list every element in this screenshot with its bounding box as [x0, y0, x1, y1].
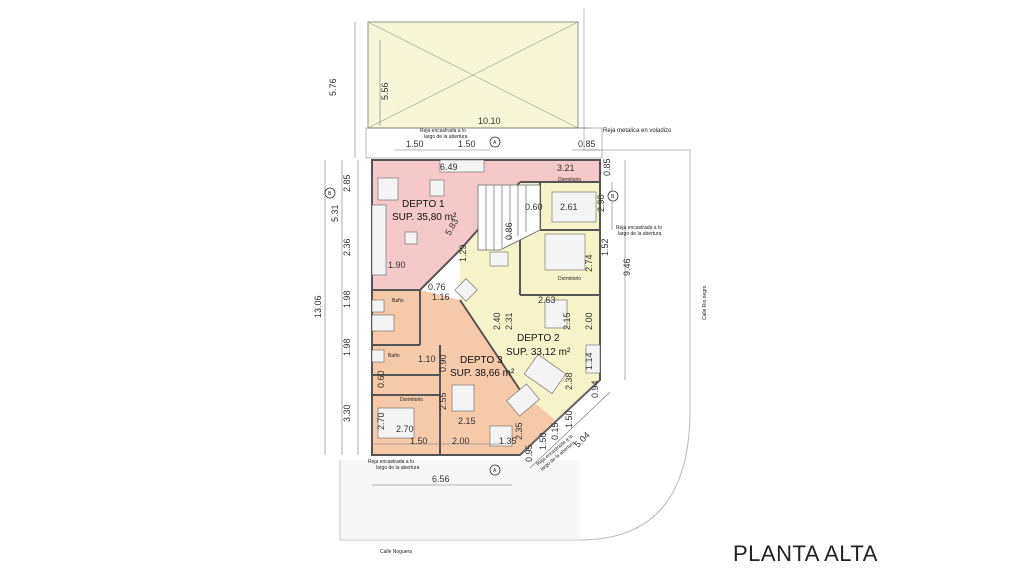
dim-0-60-a: 0.60: [525, 202, 543, 212]
note-reja-bottom-2: largo de la abertura: [376, 465, 420, 471]
dim-2-70-a: 2.70: [376, 412, 386, 430]
depto1-area: [372, 160, 600, 290]
dim-2-36: 2.36: [342, 238, 352, 256]
note-reja-top-1: Reja encastrada a lo: [420, 128, 466, 134]
dim-2-63: 2.63: [538, 295, 556, 305]
dim-0-90: 0.90: [438, 354, 448, 372]
room-dormitorio-1: Dormitorio: [558, 177, 581, 183]
dim-5-04: 5.04: [572, 430, 591, 449]
note-reja-top-2: largo de la abertura: [424, 134, 468, 140]
section-mark-b-left: B: [328, 191, 332, 197]
depto2-name: DEPTO 2: [517, 333, 560, 344]
dimension-labels: 5.76 5.56 10.10 1.50 1.50 0.85 6.49 3.21…: [313, 78, 632, 484]
dim-1-50-e: 1.50: [564, 410, 574, 428]
dim-5-56: 5.56: [380, 82, 390, 100]
dim-10-10: 10.10: [478, 116, 501, 126]
dimension-lines: [324, 22, 626, 486]
dim-0-94: 0.94: [590, 380, 600, 398]
dim-1-35: 1.35: [499, 436, 517, 446]
dim-1-10: 1.10: [418, 354, 436, 364]
street-rio-negro: Calle Rio negro: [702, 285, 708, 320]
room-dormitorio-3: Dormitorio: [400, 397, 423, 403]
room-dormitorio-2: Dormitorio: [558, 276, 581, 282]
dim-0-76: 0.76: [428, 282, 446, 292]
dim-2-15-b: 2.15: [458, 416, 476, 426]
dim-1-98-b: 1.98: [342, 338, 352, 356]
dim-0-95: 0.95: [524, 444, 534, 462]
dim-1-98-a: 1.98: [342, 290, 352, 308]
dim-9-46: 9.46: [622, 258, 632, 276]
note-reja-right-2: largo de la abertura: [618, 231, 662, 237]
depto1-name: DEPTO 1: [402, 199, 445, 210]
dim-6-49: 6.49: [440, 162, 458, 172]
dim-1-52: 1.52: [600, 238, 610, 256]
stair: [477, 184, 541, 251]
dim-2-70-b: 2.70: [396, 424, 414, 434]
dim-3-21: 3.21: [557, 163, 575, 173]
dim-1-50-c: 1.50: [410, 436, 428, 446]
plan-title: PLANTA ALTA: [733, 541, 878, 566]
dim-0-15: 0.15: [550, 422, 560, 440]
note-reja-voladizo: Reja metalica en voladizo: [603, 128, 672, 134]
dim-1-50-a: 1.50: [406, 139, 424, 149]
dim-2-38: 2.38: [564, 372, 574, 390]
depto3-area: [372, 290, 555, 455]
lot-boundary: [339, 8, 691, 541]
note-reja-right-1: Reja encastrada a lo: [616, 225, 662, 231]
section-mark-a-top: A: [493, 140, 497, 146]
dim-2-00-a: 2.00: [584, 312, 594, 330]
dim-2-15-a: 2.15: [562, 312, 572, 330]
terrace: [365, 21, 603, 159]
dim-1-29: 1.29: [458, 244, 468, 262]
dim-2-74: 2.74: [584, 254, 594, 272]
dim-5-76: 5.76: [328, 78, 338, 96]
dim-2-40: 2.40: [492, 312, 502, 330]
dim-2-00-b: 2.00: [452, 436, 470, 446]
dim-6-56: 6.56: [432, 474, 450, 484]
dim-1-14: 1.14: [584, 352, 594, 370]
depto3-name: DEPTO 3: [460, 355, 503, 366]
room-bano-1: Baño: [392, 298, 404, 304]
interior-walls: [372, 181, 600, 455]
dim-3-30: 3.30: [342, 404, 352, 422]
note-reja-bottom-1: Reja encastrada a lo: [368, 459, 414, 465]
sidewalk: [340, 460, 580, 540]
dim-1-16: 1.16: [432, 292, 450, 302]
street-noguera: Calle Noguera: [380, 549, 412, 555]
dim-2-85: 2.85: [342, 174, 352, 192]
dim-2-35: 2.35: [514, 422, 524, 440]
dim-1-50-d: 1.50: [538, 432, 548, 450]
depto2-area-label: SUP. 33,12 m²: [506, 347, 571, 358]
dim-1-50-b: 1.50: [458, 139, 476, 149]
dim-0-60-b: 0.60: [376, 370, 386, 388]
dim-2-90: 2.90: [596, 194, 606, 212]
furniture: [371, 159, 601, 447]
depto1-area-label: SUP. 35,80 m²: [392, 212, 457, 223]
section-mark-b-right: B: [611, 194, 615, 200]
section-markers: [324, 136, 619, 476]
dim-0-85-b: 0.85: [602, 158, 612, 176]
dim-2-31: 2.31: [504, 312, 514, 330]
depto3-area-label: SUP. 38,66 m²: [450, 368, 515, 379]
room-bano-2: Baño: [388, 353, 400, 359]
section-mark-a-bottom: A: [493, 468, 497, 474]
dim-0-86: 0.86: [504, 222, 514, 240]
dim-13-06: 13.06: [313, 295, 323, 318]
dim-2-61: 2.61: [560, 202, 578, 212]
dim-5-31: 5.31: [330, 204, 340, 222]
dim-0-85-a: 0.85: [578, 139, 596, 149]
dim-1-90: 1.90: [388, 260, 406, 270]
dim-2-55: 2.55: [438, 392, 448, 410]
